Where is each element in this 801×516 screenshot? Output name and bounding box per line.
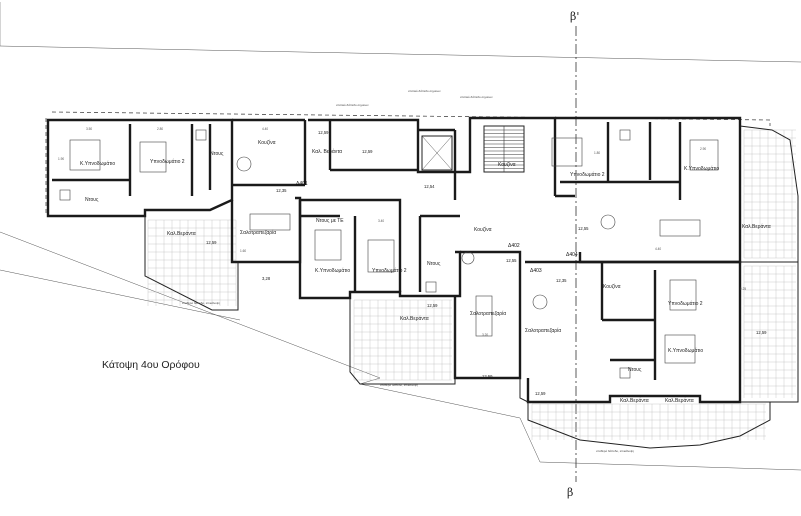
room-label-living-401: Σαλοτραπεζαρία [240, 230, 276, 236]
room-label-veranda-401a: Καλ. Βεράντα [312, 148, 342, 155]
elevation-marker: 12,59 [535, 391, 546, 396]
room-label-shower-402: Ντους [427, 261, 441, 267]
balcony-tiles [147, 129, 796, 440]
elevation-marker: 3,28 [262, 276, 271, 281]
room-label-veranda-403b: Καλ.Βεράντα [665, 397, 694, 404]
room-label-veranda-402: Καλ.Βεράντα [400, 315, 429, 322]
section-line: β' β [567, 10, 579, 499]
room-label-veranda-403: Καλ.Βεράντα [620, 397, 649, 404]
elevation-marker: 12,54 [424, 184, 435, 189]
room-label-bedroom2-403: Υπνοδωμάτιο 2 [668, 300, 703, 307]
dimension-value: 1.90 [58, 157, 64, 161]
elevation-marker: 12,59 [482, 374, 493, 379]
apartment-id-403: Δ403 [530, 268, 542, 274]
furniture [59, 129, 719, 379]
dimension-value: 4.40 [262, 127, 268, 131]
apartment-id-401: Δ401 [296, 181, 308, 187]
elevation-markers: 12,59 12,59 12,35 12,54 12,59 3,28 12,59… [206, 130, 767, 396]
note-text: σταθερό δάπεδο, επικάλυψη [596, 449, 634, 453]
section-mark-bottom: β [567, 486, 573, 499]
dimension-value: 2.80 [157, 127, 163, 131]
note-text: σταθερό δάπεδο, επικάλυψη [380, 383, 418, 387]
apartment-ids: Δ401 Δ402 Δ403 Δ404 [296, 181, 578, 274]
dimension-value: 2.90 [700, 147, 706, 151]
room-label-k-bedroom-402: Κ.Υπνοδωμάτιο [315, 267, 350, 274]
note-text: στατικό δάπεδο σημείων [460, 95, 493, 99]
room-label-shower-te: Ντους με ΤΕ [316, 218, 344, 224]
room-label-shower-401a: Ντους [210, 151, 224, 157]
room-label-kitchen-402: Κουζίνα [474, 227, 492, 233]
elevation-marker: 12,59 [427, 303, 438, 308]
balcony-outlines [144, 125, 799, 449]
dimension-value: 3.40 [378, 219, 384, 223]
room-label-bedroom2-404: Υπνοδωμάτιο 2 [570, 171, 605, 178]
lift-shaft [421, 135, 453, 171]
room-label-shower-403: Ντους [628, 367, 642, 373]
elevation-marker: 12,59 [756, 330, 767, 335]
room-label-living-403: Σαλοτραπεζαρία [525, 328, 561, 334]
dimension-value: 4.40 [655, 247, 661, 251]
elevation-marker: 12,35 [556, 278, 567, 283]
room-labels: Κ.Υπνοδωμάτιο Υπνοδωμάτιο 2 Ντους Ντους … [80, 140, 771, 404]
apartment-id-404: Δ404 [566, 252, 578, 258]
staircase [483, 125, 525, 173]
elevation-marker: 12,59 [206, 240, 217, 245]
dimension-value: 1.80 [594, 151, 600, 155]
room-label-k-bedroom-404: Κ.Υπνοδωμάτιο [684, 165, 719, 172]
apartment-id-402: Δ402 [508, 243, 520, 249]
dimension-value: 3.20 [482, 333, 488, 337]
dimension-value: 1.60 [240, 249, 246, 253]
room-label-kitchen-404: Κουζίνα [498, 162, 516, 168]
room-label-bedroom2-401: Υπνοδωμάτιο 2 [150, 158, 185, 165]
room-label-kitchen-401: Κουζίνα [258, 140, 276, 146]
building-envelope [45, 111, 771, 216]
elevation-marker: 12,59 [318, 130, 329, 135]
dimension-value: 3.50 [86, 127, 92, 131]
dimension-value: 0.25 [740, 287, 746, 291]
room-label-veranda-404: Καλ.Βεράντα [742, 223, 771, 230]
note-text: στατικό δάπεδο σημείων [408, 89, 441, 93]
dimension-numbers: 3.50 2.80 4.40 3.40 1.60 1.80 2.90 3.20 … [58, 127, 746, 337]
elevation-marker: 12,59 [362, 149, 373, 154]
annotation-notes: σταθερό δάπεδο, επικάλυψη σταθερό δάπεδο… [182, 89, 634, 453]
walls [46, 116, 742, 404]
note-text: σταθερό δάπεδο, επικάλυψη [182, 301, 220, 305]
room-label-k-bedroom-403: Κ.Υπνοδωμάτιο [668, 347, 703, 354]
room-label-living-402: Σαλοτραπεζαρία [470, 311, 506, 317]
note-text: στατικό δάπεδο σημείων [336, 103, 369, 107]
elevation-marker: 12,55 [506, 258, 517, 263]
room-label-veranda-401b: Καλ.Βεράντα [167, 230, 196, 237]
room-label-shower-401b: Ντους [85, 197, 99, 203]
room-label-bedroom2-402: Υπνοδωμάτιο 2 [372, 267, 407, 274]
elevation-marker: 12,55 [578, 226, 589, 231]
room-label-kitchen-403: Κουζίνα [603, 284, 621, 290]
room-label-k-bedroom-401: Κ.Υπνοδωμάτιο [80, 160, 115, 167]
section-mark-top: β' [570, 10, 579, 23]
site-boundary [0, 2, 801, 471]
drawing-title: Κάτοψη 4ου Ορόφου [102, 359, 200, 371]
elevation-marker: 12,35 [276, 188, 287, 193]
